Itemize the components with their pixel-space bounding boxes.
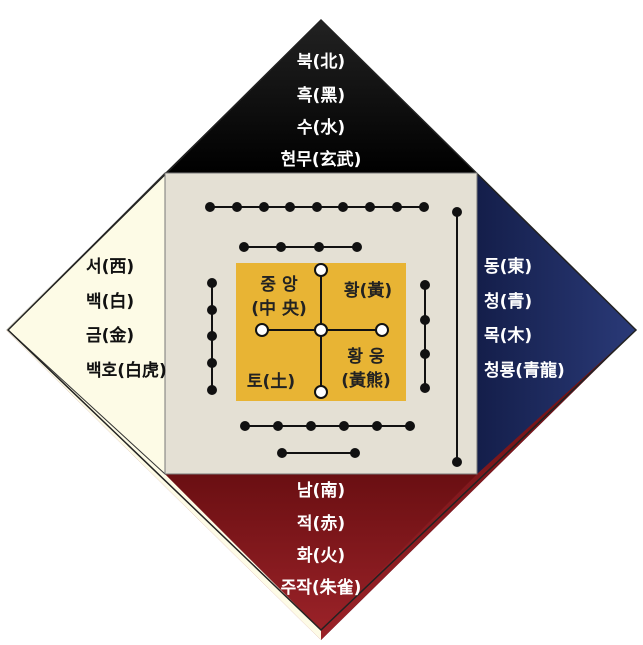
north-label-3: 수(水) xyxy=(297,117,345,138)
west-band xyxy=(7,171,166,476)
center-bottom-right-2: (黃熊) xyxy=(341,370,391,391)
west-label-3: 금(金) xyxy=(86,325,134,346)
east-label-4: 청룡(青龍) xyxy=(484,360,565,381)
east-label-1: 동(東) xyxy=(484,256,532,277)
center-dot-right xyxy=(375,323,389,337)
east-labels: 동(東) 청(青) 목(木) 청룡(青龍) xyxy=(484,256,565,381)
east-label-3: 목(木) xyxy=(484,325,532,346)
west-label-2: 백(白) xyxy=(86,291,134,312)
center-dot-middle xyxy=(314,323,328,337)
center-labels: 중 앙 (中 央) 황(黃) 토(土) 황 웅 (黃熊) xyxy=(247,275,392,392)
south-label-1: 남(南) xyxy=(297,480,345,501)
north-band xyxy=(165,20,477,173)
diamond-outline xyxy=(6,18,638,632)
north-label-1: 북(北) xyxy=(297,52,345,72)
south-label-4: 주작(朱雀) xyxy=(281,577,362,598)
center-dot-top xyxy=(314,263,328,277)
north-label-4: 현무(玄武) xyxy=(281,149,362,170)
center-top-left-1: 중 앙 xyxy=(260,275,298,295)
south-wedge xyxy=(165,474,477,630)
north-label-2: 흑(黑) xyxy=(297,85,345,106)
south-label-3: 화(火) xyxy=(297,546,345,566)
west-labels: 서(西) 백(白) 금(金) 백호(白虎) xyxy=(86,257,167,381)
center-bottom-right-1: 황 웅 xyxy=(347,347,385,367)
south-labels: 남(南) 적(赤) 화(火) 주작(朱雀) xyxy=(281,480,362,598)
north-labels: 북(北) 흑(黑) 수(水) 현무(玄武) xyxy=(281,52,362,170)
west-label-4: 백호(白虎) xyxy=(86,360,167,381)
west-label-1: 서(西) xyxy=(86,257,134,277)
center-top-right: 황(黃) xyxy=(344,281,392,301)
south-label-2: 적(赤) xyxy=(297,513,345,534)
center-bottom-left: 토(土) xyxy=(247,371,295,392)
center-cross xyxy=(255,263,389,399)
center-top-left-2: (中 央) xyxy=(251,298,306,319)
dot-patterns xyxy=(205,202,462,467)
center-dot-left xyxy=(255,323,269,337)
center-dot-bottom xyxy=(314,385,328,399)
east-label-2: 청(青) xyxy=(484,291,532,312)
